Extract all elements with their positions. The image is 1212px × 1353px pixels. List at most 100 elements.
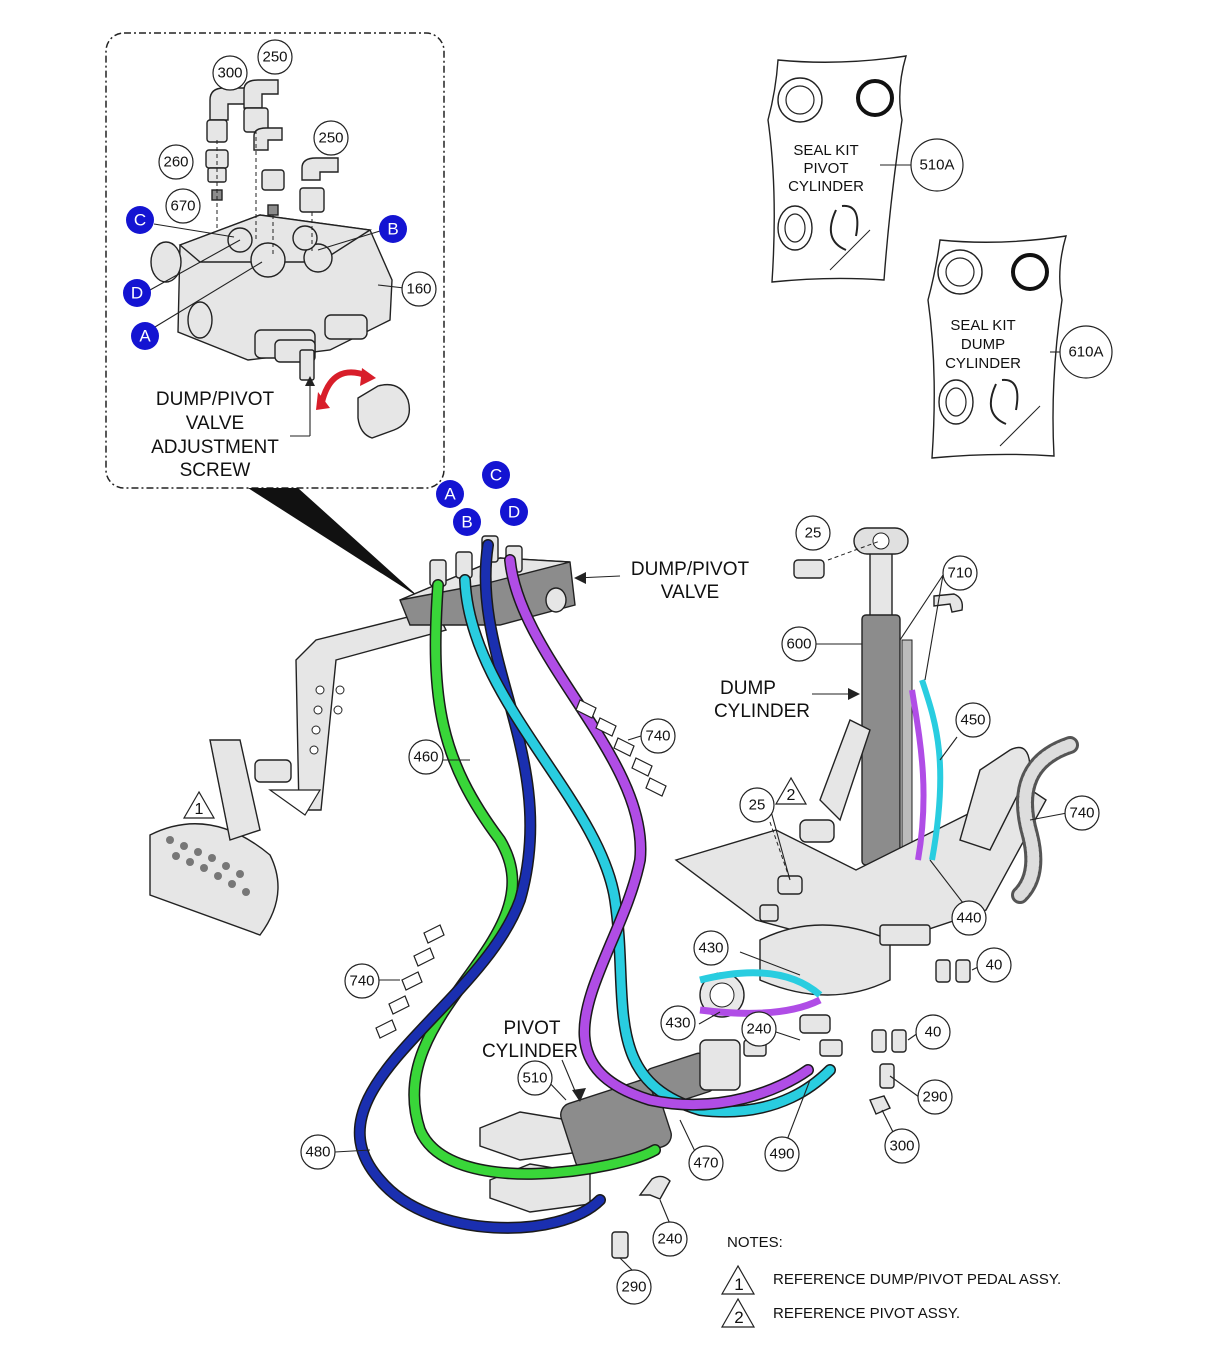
callout-bubble xyxy=(401,271,437,307)
port-marker-3: D xyxy=(123,279,151,307)
callout-bubble xyxy=(616,1269,652,1305)
callout-c480: 480 xyxy=(300,1134,336,1170)
dump-cylinder-label-1: DUMP xyxy=(720,678,776,699)
callout-bubble xyxy=(739,787,775,823)
callout-c740c: 740 xyxy=(344,963,380,999)
callout-number: 740 xyxy=(645,728,670,745)
callout-bubble xyxy=(517,1060,553,1096)
callout-number: 300 xyxy=(217,65,242,82)
callout-number: 460 xyxy=(413,749,438,766)
port-marker-1: C xyxy=(126,206,154,234)
callout-c290b: 290 xyxy=(616,1269,652,1305)
callout-bubble xyxy=(741,1011,777,1047)
callout-number: 300 xyxy=(889,1138,914,1155)
port-marker-letter: B xyxy=(387,220,398,239)
callout-bubble xyxy=(344,963,380,999)
callout-number: 470 xyxy=(693,1155,718,1172)
callout-bubble xyxy=(955,702,991,738)
port-marker-8: D xyxy=(500,498,528,526)
callout-bubble xyxy=(884,1128,920,1164)
port-marker-7: C xyxy=(482,461,510,489)
callout-c300a: 300 xyxy=(212,55,248,91)
seal-kit-pivot-line-2: PIVOT xyxy=(803,160,848,177)
callout-c460: 460 xyxy=(408,739,444,775)
callout-c440: 440 xyxy=(951,900,987,936)
callout-c300b: 300 xyxy=(884,1128,920,1164)
callout-number: 25 xyxy=(805,525,822,542)
callout-c430a: 430 xyxy=(693,930,729,966)
callout-number: 710 xyxy=(947,565,972,582)
pivot-cylinder-label-1: PIVOT xyxy=(503,1018,560,1039)
callout-number: 480 xyxy=(305,1144,330,1161)
reference-mark-pivot: 2 xyxy=(774,776,808,805)
port-marker-4: A xyxy=(131,322,159,350)
port-marker-letter: A xyxy=(139,327,151,346)
seal-kit-dump-line-3: CYLINDER xyxy=(945,355,1021,372)
callout-bubble xyxy=(640,718,676,754)
port-marker-circle xyxy=(453,508,481,536)
pedal-assembly xyxy=(149,609,448,936)
callout-number: 40 xyxy=(925,1024,942,1041)
callout-c40b: 40 xyxy=(915,1014,951,1050)
callout-number: 240 xyxy=(746,1021,771,1038)
callout-bubble xyxy=(652,1221,688,1257)
callout-number: 600 xyxy=(786,636,811,653)
callout-number: 260 xyxy=(163,154,188,171)
callout-c740a: 740 xyxy=(640,718,676,754)
callout-c740b: 740 xyxy=(1064,795,1100,831)
pivot-cylinder xyxy=(479,1039,741,1213)
port-marker-circle xyxy=(123,279,151,307)
callout-bubble xyxy=(688,1145,724,1181)
callout-c260: 260 xyxy=(158,144,194,180)
hoses xyxy=(353,539,944,1234)
callout-number: 160 xyxy=(406,281,431,298)
callout-bubble xyxy=(917,1079,953,1115)
callout-number: 430 xyxy=(665,1015,690,1032)
note-2-mark xyxy=(720,1297,756,1328)
port-marker-2: B xyxy=(379,215,407,243)
valve-label-2: VALVE xyxy=(661,582,719,603)
pivot-cylinder-label-2: CYLINDER xyxy=(482,1041,578,1062)
port-marker-letter: D xyxy=(508,503,520,522)
callout-number: 250 xyxy=(318,130,343,147)
callout-bubble xyxy=(951,900,987,936)
seal-kit-pivot: SEAL KIT PIVOT CYLINDER xyxy=(767,55,912,283)
callout-bubble xyxy=(660,1005,696,1041)
callout-bubble xyxy=(942,555,978,591)
adjustment-screw-label-3: ADJUSTMENT xyxy=(151,437,279,458)
callout-number: 240 xyxy=(657,1231,682,1248)
callout-bubble xyxy=(1059,325,1113,379)
callout-c670: 670 xyxy=(165,188,201,224)
callout-bubble xyxy=(693,930,729,966)
inset-pointer xyxy=(248,488,420,598)
callout-bubble xyxy=(1064,795,1100,831)
callout-c40a: 40 xyxy=(976,947,1012,983)
callout-number: 290 xyxy=(922,1089,947,1106)
reference-mark-pedal: 1 xyxy=(182,790,216,819)
callout-number: 510A xyxy=(919,157,954,174)
callout-number: 610A xyxy=(1068,344,1103,361)
note-1-text: REFERENCE DUMP/PIVOT PEDAL ASSY. xyxy=(773,1271,1061,1288)
seal-kit-pivot-line-1: SEAL KIT xyxy=(793,142,858,159)
port-marker-6: B xyxy=(453,508,481,536)
port-marker-letter: A xyxy=(444,485,456,504)
callout-number: 450 xyxy=(960,712,985,729)
note-1-mark xyxy=(720,1264,756,1295)
callout-bubble xyxy=(764,1136,800,1172)
callout-number: 40 xyxy=(986,957,1003,974)
callout-number: 250 xyxy=(262,49,287,66)
seal-kit-pivot-line-3: CYLINDER xyxy=(788,178,864,195)
svg-text:1: 1 xyxy=(195,801,204,818)
callout-number: 510 xyxy=(522,1070,547,1087)
adjustment-screw-label-1: DUMP/PIVOT xyxy=(156,389,275,410)
callout-c290a: 290 xyxy=(917,1079,953,1115)
port-marker-circle xyxy=(500,498,528,526)
callout-c250b: 250 xyxy=(313,120,349,156)
rotation-arrow-head-left xyxy=(316,392,330,410)
callout-c25b: 25 xyxy=(739,787,775,823)
callout-number: 25 xyxy=(749,797,766,814)
callout-bubble xyxy=(158,144,194,180)
callout-number: 740 xyxy=(349,973,374,990)
callout-c430b: 430 xyxy=(660,1005,696,1041)
